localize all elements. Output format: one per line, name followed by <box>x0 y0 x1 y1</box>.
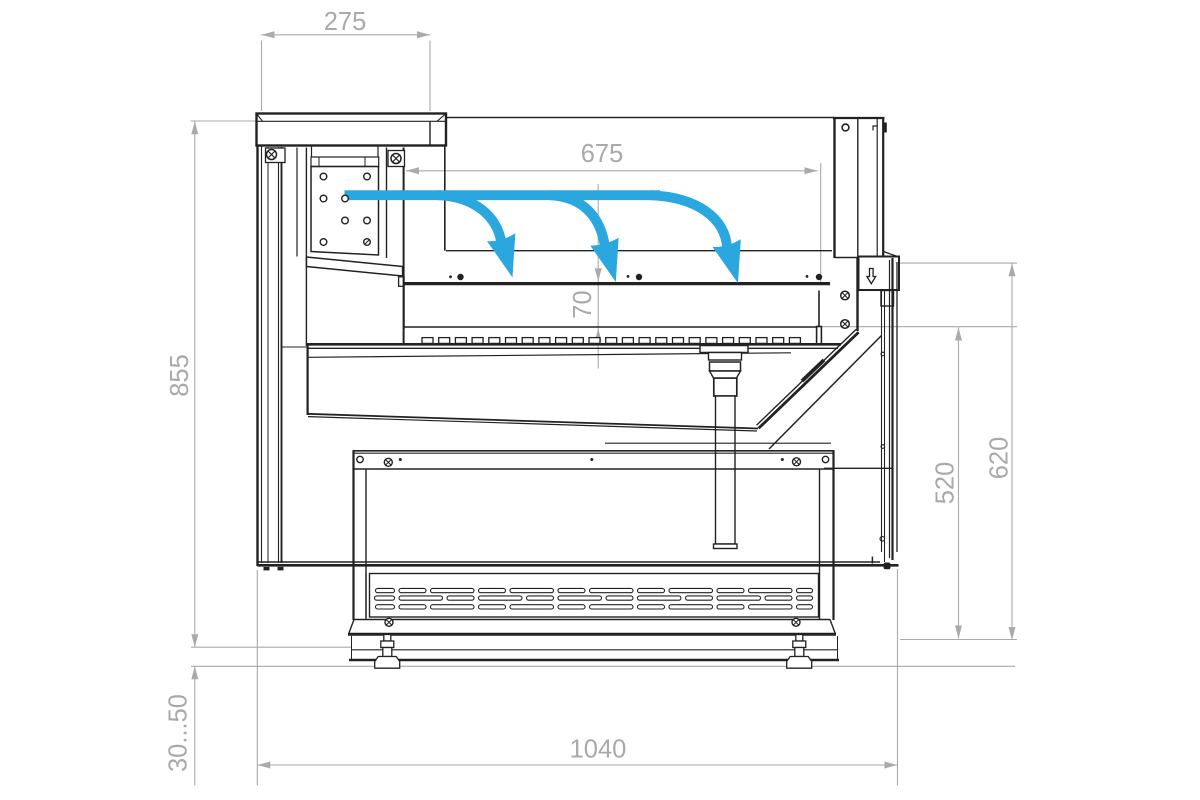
svg-text:855: 855 <box>166 354 194 397</box>
svg-text:1040: 1040 <box>570 736 627 764</box>
svg-text:30...50: 30...50 <box>165 694 193 772</box>
svg-text:275: 275 <box>324 8 367 36</box>
svg-text:70: 70 <box>569 290 597 318</box>
svg-text:520: 520 <box>932 462 960 505</box>
svg-text:620: 620 <box>986 437 1014 480</box>
svg-text:675: 675 <box>581 140 624 168</box>
